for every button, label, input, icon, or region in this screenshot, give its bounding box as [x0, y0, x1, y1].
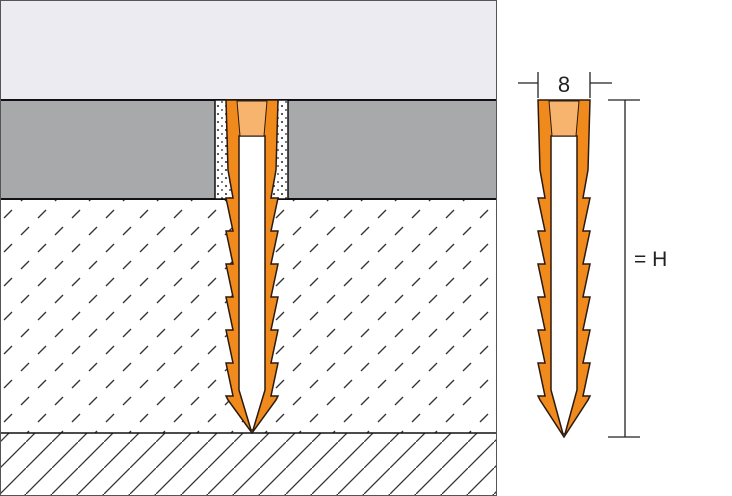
dowel-cap — [236, 100, 268, 137]
surface-layer — [0, 0, 496, 100]
dowel-detail — [536, 99, 592, 439]
dowel-installed — [224, 99, 280, 435]
width-label: 8 — [558, 72, 570, 97]
width-dimension-lines — [518, 72, 612, 98]
height-dimension-lines — [608, 99, 640, 438]
substrate-layer — [0, 433, 496, 496]
dowel-hollow — [550, 135, 578, 435]
height-label: = H — [634, 248, 667, 271]
dimension-view: 8 = H — [518, 72, 678, 439]
section-view — [0, 0, 497, 496]
dowel-hollow — [238, 135, 266, 431]
dowel-cap — [548, 100, 580, 137]
